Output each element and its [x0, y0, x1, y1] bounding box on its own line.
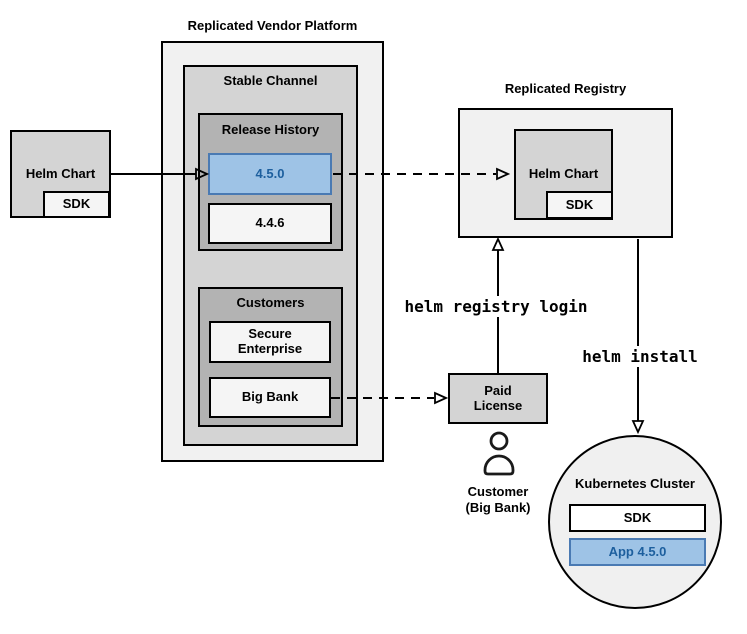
paid-license-label: Paid License — [473, 382, 523, 413]
cluster-app-box: App 4.5.0 — [569, 538, 706, 566]
arrow-registry-to-cluster — [631, 239, 645, 435]
vendor-helm-chart-label: Helm Chart — [25, 165, 96, 181]
registry-title: Replicated Registry — [504, 81, 627, 96]
cluster-sdk-label: SDK — [623, 509, 652, 525]
paid-license-box: Paid License — [448, 373, 548, 424]
registry-helm-chart-label: Helm Chart — [528, 166, 599, 182]
customers-title: Customers — [236, 295, 305, 310]
release-446-label: 4.4.6 — [255, 215, 285, 231]
cluster-app-label: App 4.5.0 — [608, 543, 667, 559]
customer-person-icon — [483, 431, 515, 476]
customer-label: Customer (Big Bank) — [428, 484, 568, 516]
customer-big-bank-box: Big Bank — [209, 377, 331, 418]
platform-title: Replicated Vendor Platform — [187, 18, 358, 33]
kubernetes-cluster-title: Kubernetes Cluster — [575, 476, 695, 491]
release-446-box: 4.4.6 — [208, 203, 332, 244]
vendor-sdk-box: SDK — [43, 191, 110, 218]
helm-install-label: helm install — [562, 346, 718, 367]
customer-big-bank-label: Big Bank — [241, 389, 299, 405]
vendor-sdk-label: SDK — [62, 196, 91, 212]
customer-secure-enterprise-box: Secure Enterprise — [209, 321, 331, 363]
cluster-sdk-box: SDK — [569, 504, 706, 532]
release-450-label: 4.5.0 — [255, 165, 285, 181]
release-450-box: 4.5.0 — [208, 153, 332, 195]
release-history-title: Release History — [221, 122, 320, 137]
helm-registry-login-label: helm registry login — [386, 296, 606, 317]
registry-sdk-box: SDK — [546, 191, 613, 219]
customer-name: Customer — [467, 484, 529, 499]
stable-channel-title: Stable Channel — [223, 73, 318, 88]
registry-sdk-label: SDK — [565, 196, 594, 212]
customer-secure-enterprise-label: Secure Enterprise — [237, 326, 303, 356]
customer-detail: (Big Bank) — [465, 500, 531, 515]
